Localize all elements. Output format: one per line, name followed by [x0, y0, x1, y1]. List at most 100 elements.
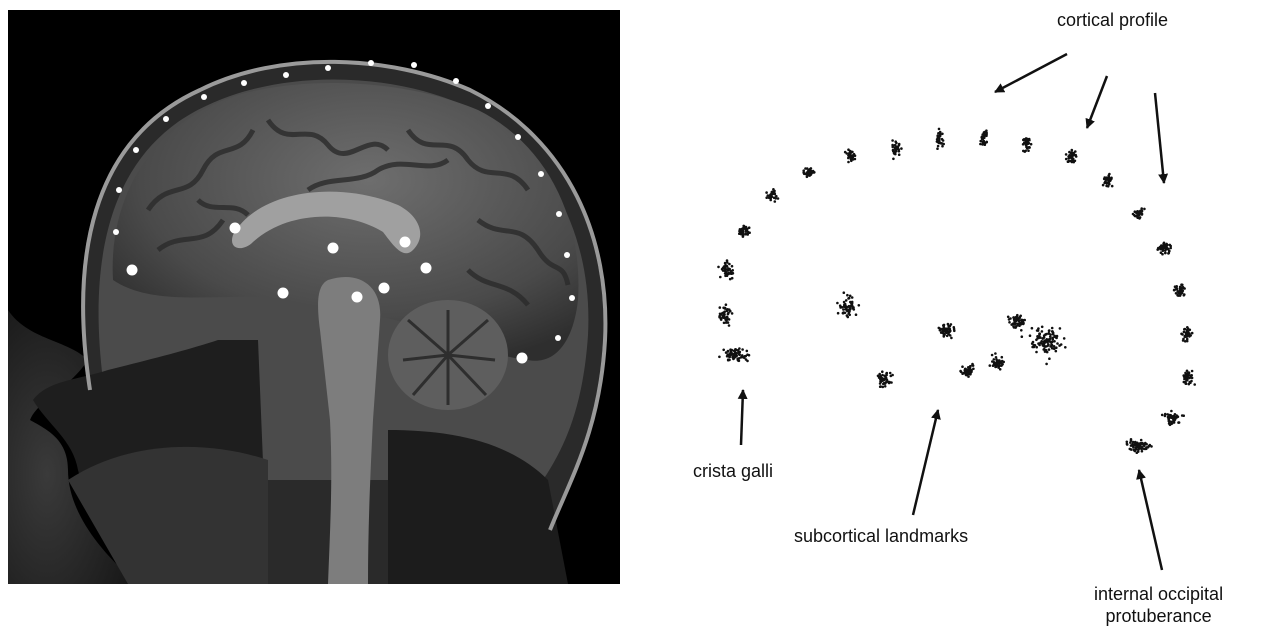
scatter-point: [1053, 335, 1056, 338]
scatter-point: [938, 140, 941, 143]
scatter-point: [1183, 294, 1186, 297]
scatter-point: [1177, 415, 1180, 418]
scatter-point: [1008, 318, 1011, 321]
scatter-point: [890, 381, 893, 384]
scatter-point: [721, 268, 724, 271]
scatter-point: [1017, 323, 1020, 326]
scatter-point: [938, 136, 941, 139]
scatter-point: [846, 294, 849, 297]
scatter-point: [1145, 446, 1148, 449]
scatter-point: [725, 272, 728, 275]
scatter-point: [1048, 348, 1051, 351]
cluster-subcortical: [1007, 314, 1026, 332]
scatter-point: [949, 334, 952, 337]
scatter-point: [1184, 374, 1187, 377]
scatter-point: [1048, 357, 1051, 360]
scatter-point: [731, 265, 734, 268]
scatter-point: [849, 295, 852, 298]
mri-cortical-marker: [163, 116, 169, 122]
scatter-point: [731, 269, 734, 272]
scatter-point: [848, 314, 851, 317]
cluster-cortical: [844, 148, 856, 163]
scatter-point: [1068, 151, 1071, 154]
scatter-point: [1055, 350, 1058, 353]
scatter-point: [1041, 337, 1044, 340]
scatter-point: [1185, 376, 1188, 379]
scatter-point: [1141, 450, 1144, 453]
scatter-point: [971, 363, 974, 366]
scatter-point: [989, 364, 992, 367]
scatter-point: [941, 138, 944, 141]
scatter-point: [1008, 321, 1011, 324]
cluster-cortical: [738, 225, 751, 238]
scatter-point: [729, 278, 732, 281]
cluster-cortical: [802, 167, 815, 178]
scatter-point: [961, 365, 964, 368]
mri-cortical-marker: [453, 78, 459, 84]
scatter-point: [994, 352, 997, 355]
scatter-point: [850, 157, 853, 160]
scatter-point: [1020, 319, 1023, 322]
arrow-crista-galli: [741, 390, 743, 445]
scatter-point: [1035, 351, 1038, 354]
scatter-point: [1181, 333, 1184, 336]
scatter-point: [741, 348, 744, 351]
scatter-point: [1045, 363, 1048, 366]
scatter-point: [804, 167, 807, 170]
scatter-point: [727, 358, 730, 361]
scatter-point: [741, 356, 744, 359]
scatter-point: [844, 308, 847, 311]
scatter-point: [947, 328, 950, 331]
scatter-point: [1028, 139, 1031, 142]
scatter-point: [1050, 341, 1053, 344]
scatter-point: [1051, 330, 1054, 333]
scatter-point: [1024, 150, 1027, 153]
scatter-point: [881, 370, 884, 373]
scatter-point: [768, 197, 771, 200]
scatter-point: [774, 193, 777, 196]
scatter-point: [1051, 327, 1054, 330]
cluster-cortical: [1180, 326, 1193, 343]
scatter-point: [1064, 346, 1067, 349]
scatter-point: [950, 337, 953, 340]
scatter-point: [998, 359, 1001, 362]
scatter-point: [1137, 215, 1140, 218]
scatter-point: [1007, 316, 1010, 319]
scatter-point: [950, 323, 953, 326]
scatter-point: [726, 261, 729, 264]
scatter-point: [1105, 177, 1108, 180]
scatter-point: [748, 231, 751, 234]
scatter-point: [1140, 439, 1143, 442]
scatter-point: [1056, 342, 1059, 345]
scatter-point: [1013, 323, 1016, 326]
scatter-point: [847, 297, 850, 300]
scatter-point: [994, 366, 997, 369]
mri-cortical-marker: [133, 147, 139, 153]
scatter-point: [851, 296, 854, 299]
scatter-point: [1014, 316, 1017, 319]
scatter-point: [1180, 283, 1183, 286]
cluster-cortical: [1022, 137, 1033, 153]
arrow-cortical-1: [995, 54, 1067, 92]
mri-subcortical-marker: [278, 288, 289, 299]
scatter-point: [858, 304, 861, 307]
cluster-subcortical: [1021, 326, 1067, 366]
cluster-cortical: [1102, 173, 1114, 188]
scatter-point: [983, 133, 986, 136]
scatter-point: [774, 200, 777, 203]
scatter-point: [1049, 338, 1052, 341]
scatter-point: [1164, 415, 1167, 418]
scatter-point: [1050, 343, 1053, 346]
scatter-point: [727, 268, 730, 271]
scatter-point: [1056, 335, 1059, 338]
scatter-point: [737, 358, 740, 361]
scatter-point: [773, 196, 776, 199]
scatter-point: [1188, 383, 1191, 386]
scatter-point: [1042, 345, 1045, 348]
scatter-point: [878, 376, 881, 379]
scatter-point: [720, 317, 723, 320]
scatter-point: [1045, 333, 1048, 336]
mri-cortical-marker: [325, 65, 331, 71]
mri-subcortical-marker: [328, 243, 339, 254]
arrow-cortical-3: [1155, 93, 1164, 183]
